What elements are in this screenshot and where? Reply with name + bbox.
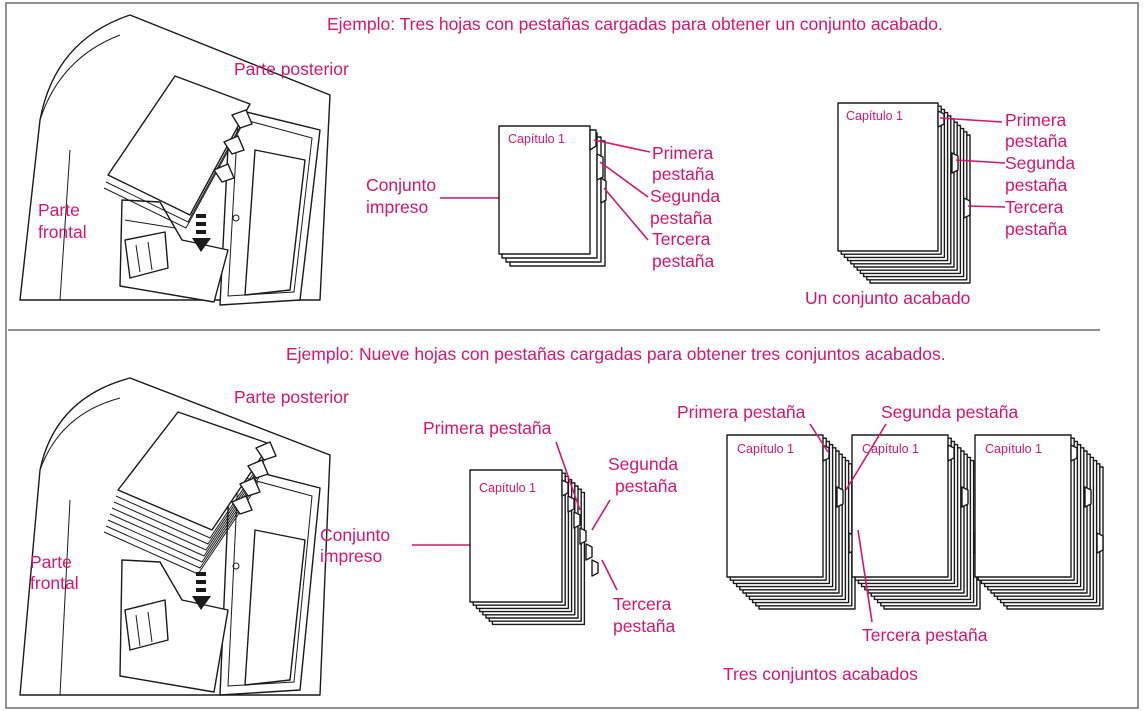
top-finished-set-stack [837,102,971,284]
top-rear-label: Parte posterior [234,59,349,79]
bottom-chapter-label: Capítulo 1 [479,481,536,495]
bottom-second-tab-leader [591,499,611,531]
sets-third-tab-leader [857,529,873,623]
stacked-sheet [469,469,563,603]
top-second-tab-label-2: pestaña [650,208,713,228]
top-printed-set-label-1: Conjunto [366,175,436,195]
bottom-first-tab-label: Primera pestaña [423,418,552,438]
bottom-second-tab-label-1: Segunda [608,454,678,474]
stacked-sheet [837,102,939,252]
bottom-example: Ejemplo: Nueve hojas con pestañas cargad… [19,344,1104,696]
top-second-tab-label-1: Segunda [650,186,720,206]
sets-first-tab-leader [809,423,829,453]
tab-marker [963,197,971,219]
bottom-printed-set-label-1: Conjunto [320,525,390,545]
bottom-printed-set-stack [469,469,599,626]
top-first-tab-leader [593,139,651,153]
bottom-third-tab-leader [601,559,618,591]
top-finished-chapter-label: Capítulo 1 [846,109,903,123]
finished-set-stack-3 [974,434,1104,610]
top-front-label-1: Parte [38,200,80,220]
top-finished-second-tab-label-2: pestaña [1005,175,1068,195]
stacked-sheet [974,434,1072,578]
top-finished-first-tab-leader [939,117,1003,123]
top-front-label-2: frontal [38,222,87,242]
tab-marker [1084,486,1092,508]
top-finished-second-tab-leader [955,159,1006,164]
bottom-caption: Ejemplo: Nueve hojas con pestañas cargad… [286,344,946,364]
tab-marker [937,110,945,128]
bottom-third-tab-label-1: Tercera [613,594,672,614]
stacked-sheet [851,434,949,578]
tab-marker [1070,444,1078,462]
tab-marker [1096,532,1104,554]
top-caption: Ejemplo: Tres hojas con pestañas cargada… [327,14,943,34]
bottom-rear-label: Parte posterior [234,387,349,407]
top-finished-first-tab-label-2: pestaña [1005,131,1068,151]
set-3-chapter-label: Capítulo 1 [985,442,1042,456]
top-finished-third-tab-leader [967,205,1006,208]
sets-first-tab-label: Primera pestaña [677,402,806,422]
bottom-front-label-2: frontal [30,573,79,593]
top-finished-caption: Un conjunto acabado [805,288,970,308]
top-first-tab-label-2: pestaña [652,164,715,184]
bottom-printed-set-label-2: impreso [320,546,382,566]
top-finished-third-tab-label-2: pestaña [1005,219,1068,239]
top-finished-second-tab-label-1: Segunda [1005,153,1075,173]
tab-marker [947,444,955,462]
top-printed-set-label-2: impreso [366,197,428,217]
tab-marker [567,495,575,513]
tab-marker [822,444,830,462]
tab-marker [951,152,959,174]
tab-marker [836,486,844,508]
tab-marker [961,486,969,508]
bottom-front-label-1: Parte [30,552,72,572]
finished-set-stack-1 [726,434,856,610]
top-chapter-label: Capítulo 1 [508,132,565,146]
diagram-frame [5,2,1139,709]
sets-second-tab-leader [845,423,887,491]
printer-tray-illustration [19,14,331,306]
bottom-second-tab-label-2: pestaña [615,476,678,496]
set-1-chapter-label: Capítulo 1 [737,442,794,456]
finished-set-stack-2 [851,434,981,610]
top-finished-third-tab-label-1: Tercera [1005,197,1064,217]
tab-marker [591,559,599,577]
printer-tray-illustration-bottom [19,377,331,696]
tab-marker [561,479,569,497]
bottom-first-tab-leader [555,441,581,511]
top-printed-set-stack [498,125,607,267]
top-third-tab-label-1: Tercera [652,229,711,249]
tab-marker [573,511,581,529]
sets-third-tab-label: Tercera pestaña [862,625,988,645]
tab-marker [579,527,587,545]
top-example: Ejemplo: Tres hojas con pestañas cargada… [19,14,1075,308]
top-second-tab-leader [599,161,649,198]
sets-second-tab-label: Segunda pestaña [881,402,1018,422]
tab-marker [585,543,593,561]
bottom-finished-caption: Tres conjuntos acabados [723,664,918,684]
bottom-third-tab-label-2: pestaña [613,616,676,636]
stacked-sheet [726,434,824,578]
top-finished-first-tab-label-1: Primera [1005,110,1067,130]
top-third-tab-label-2: pestaña [652,251,715,271]
top-first-tab-label-1: Primera [652,143,714,163]
top-third-tab-leader [603,187,649,241]
set-2-chapter-label: Capítulo 1 [862,442,919,456]
